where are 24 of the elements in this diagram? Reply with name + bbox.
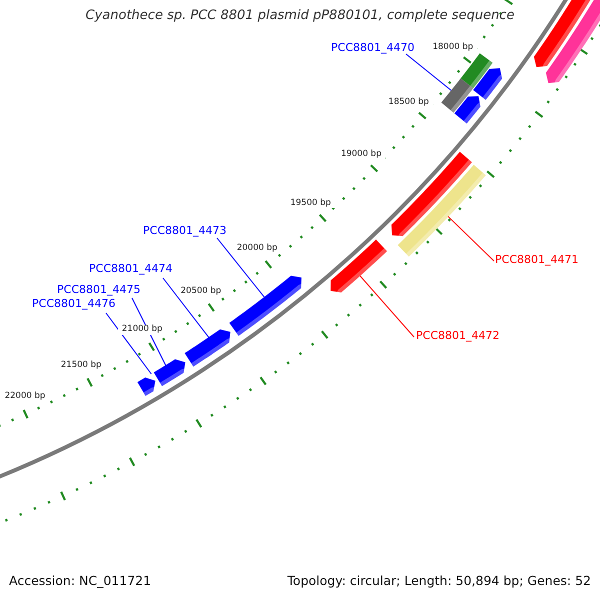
gene-label: PCC8801_4475 — [57, 284, 140, 297]
gene-label: PCC8801_4474 — [89, 263, 172, 276]
leader-line — [106, 312, 152, 374]
map-title: Cyanothece sp. PCC 8801 plasmid pP880101, complete sequence — [84, 9, 516, 24]
info-text: Topology: circular; Length: 50,894 bp; Genes: 52 — [287, 574, 591, 588]
leader-line — [448, 216, 494, 262]
gene-feature — [398, 164, 486, 257]
leader-line — [216, 238, 265, 298]
leader-line — [132, 298, 166, 366]
gene-label: PCC8801_4473 — [143, 225, 226, 238]
leader-line — [406, 54, 452, 91]
info-text: Accession: NC_011721 — [9, 574, 152, 588]
gene-feature — [330, 240, 387, 296]
leader-line — [360, 275, 414, 338]
gene-feature — [473, 68, 505, 100]
gene-feature — [460, 53, 493, 88]
gene-label: PCC8801_4471 — [495, 254, 578, 267]
leader-line — [162, 278, 210, 338]
gene-feature — [137, 377, 158, 396]
gene-label: PCC8801_4470 — [331, 42, 414, 55]
gene-feature — [454, 96, 484, 124]
gene-label: PCC8801_4472 — [416, 330, 500, 343]
gene-label: PCC8801_4476 — [32, 298, 116, 311]
gene-feature — [441, 78, 474, 113]
